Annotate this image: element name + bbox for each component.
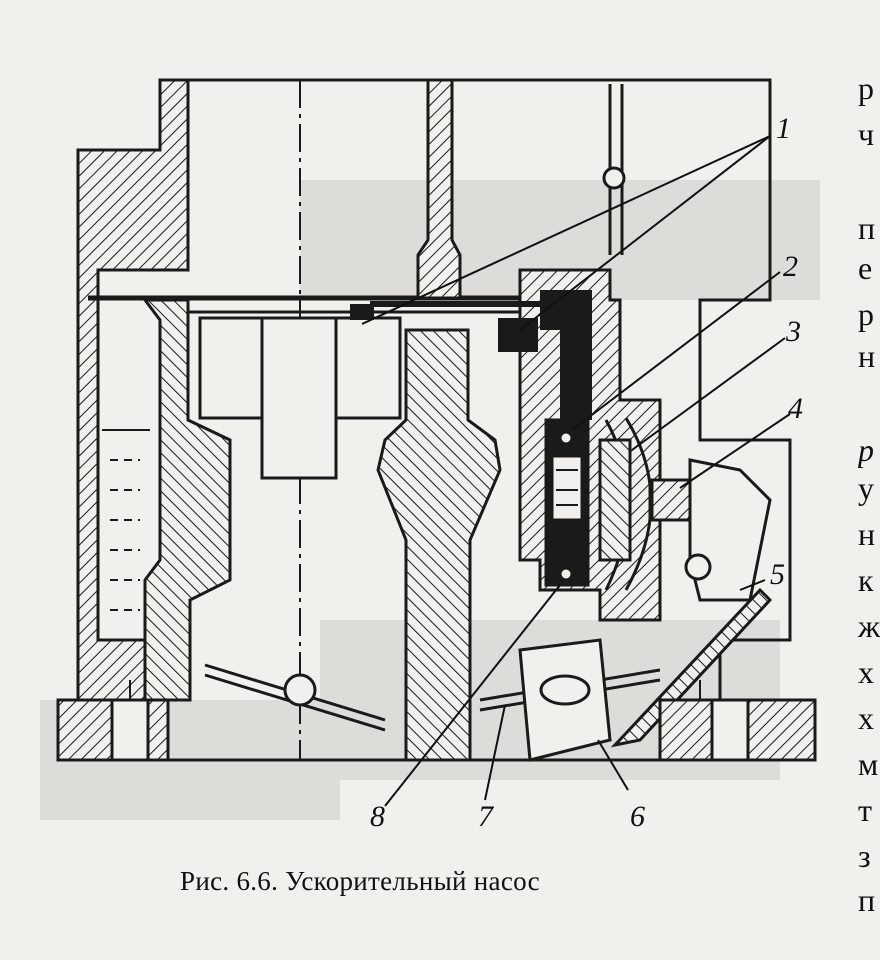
callout-1: 1 (776, 112, 791, 145)
text-fragment: к (858, 562, 874, 598)
text-fragment: м (858, 746, 879, 782)
text-fragment: ч (858, 116, 875, 152)
pump-lever (610, 458, 773, 748)
text-fragment: п (858, 882, 876, 918)
text-fragment: р (858, 432, 874, 468)
callout-4: 4 (788, 392, 803, 425)
text-fragment: х (858, 654, 874, 690)
callout-3: 3 (786, 315, 801, 348)
pump-well (544, 418, 590, 587)
inner-partition (416, 78, 462, 300)
text-fragment: ж (858, 608, 880, 644)
adjacent-text-column: р ч п е р н р у н к ж х х м т з п (858, 70, 880, 950)
air-jet-tube (602, 84, 626, 255)
leader-lines (361, 135, 791, 807)
text-fragment: н (858, 516, 876, 552)
main-venturi (376, 328, 502, 762)
pump-diaphragm (598, 417, 653, 591)
float-chamber-wall (76, 78, 232, 702)
text-fragment: з (858, 838, 871, 874)
fuel-level (102, 429, 150, 611)
throttle-assembly (204, 638, 661, 762)
text-fragment: т (858, 792, 872, 828)
figure-caption: Рис. 6.6. Ускорительный насос (180, 866, 540, 896)
text-fragment: р (858, 296, 874, 332)
text-fragment: у (858, 470, 874, 506)
small-diffuser (198, 316, 402, 480)
callout-8: 8 (370, 800, 385, 833)
callout-2: 2 (783, 250, 798, 283)
text-fragment: р (858, 70, 874, 106)
callout-7: 7 (478, 800, 493, 833)
text-fragment: п (858, 210, 876, 246)
callout-6: 6 (630, 800, 645, 833)
base-flange (56, 698, 817, 762)
text-fragment: е (858, 250, 873, 286)
callout-5: 5 (770, 558, 785, 591)
text-fragment: н (858, 338, 876, 374)
text-fragment: х (858, 700, 874, 736)
